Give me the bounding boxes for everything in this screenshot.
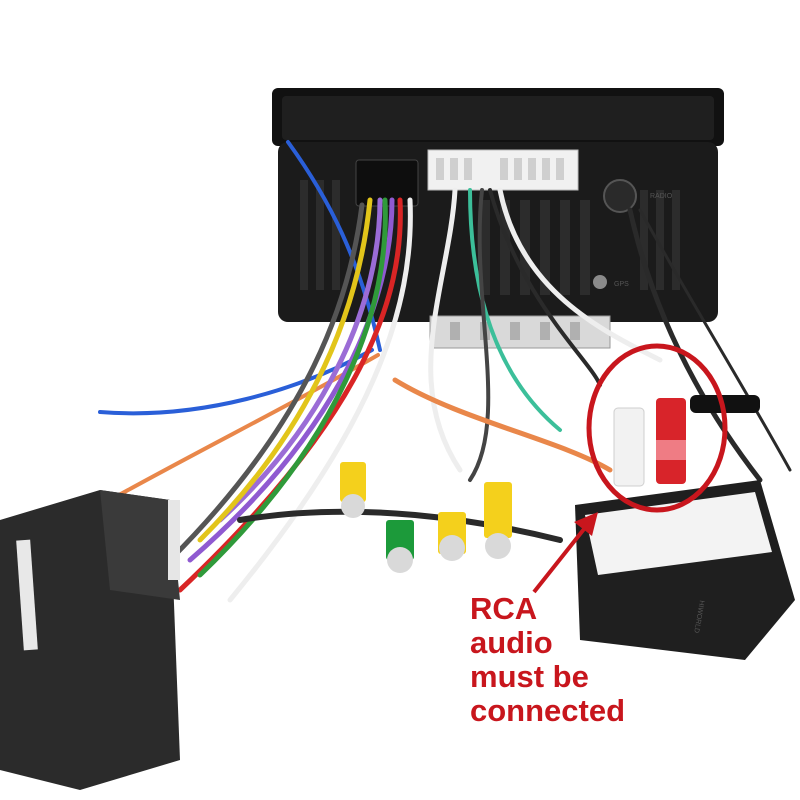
radio-port-label: RADIO <box>650 193 673 200</box>
white-rca-plug <box>613 407 645 487</box>
annotation-caption: RCA audio must be connected <box>470 592 710 728</box>
wire-bundle <box>98 140 792 603</box>
caption-line-3: must be <box>470 659 589 694</box>
head-unit: RADIO GPS <box>272 88 724 349</box>
caption-line-4: connected <box>470 693 626 728</box>
canbus-decoder-box: HIWORLD <box>575 480 795 660</box>
rca-plugs <box>340 395 760 573</box>
green-rca-plug <box>386 520 414 573</box>
harness-connector <box>0 490 180 790</box>
gps-port-label: GPS <box>614 281 629 288</box>
yellow-rca-plug-2 <box>438 512 466 561</box>
yellow-rca-plug <box>340 462 366 518</box>
caption-line-1: RCA <box>470 591 538 626</box>
yellow-rca-plug-3 <box>484 482 512 559</box>
red-rca-plug <box>656 398 686 484</box>
black-plug-lead <box>690 395 760 413</box>
callout-arrow <box>532 512 598 594</box>
highlight-circle <box>586 343 728 513</box>
caption-line-2: audio <box>470 625 553 660</box>
